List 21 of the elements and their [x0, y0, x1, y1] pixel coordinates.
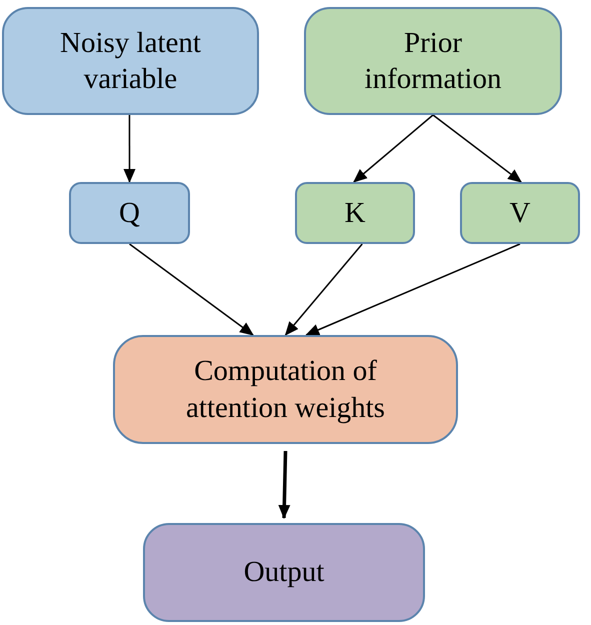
node-label: Output: [244, 555, 324, 590]
process-box: [2, 7, 259, 115]
arrow: [432, 114, 522, 183]
node-label: Computation of attention weights: [185, 354, 386, 426]
arrow: [305, 243, 520, 336]
process-box: [113, 335, 458, 444]
process-box: [295, 182, 415, 244]
arrow: [284, 244, 363, 336]
process-box: [69, 182, 190, 244]
process-box: [460, 182, 580, 244]
arrow: [353, 114, 434, 183]
node-label: K: [344, 196, 366, 231]
arrow: [124, 115, 136, 183]
arrow: [278, 450, 290, 519]
node-label: Noisy latent variable: [59, 26, 202, 97]
arrow: [129, 243, 254, 336]
node-label: Prior information: [364, 26, 502, 97]
node-label: V: [510, 196, 530, 231]
process-box: [143, 523, 425, 622]
node-label: Q: [119, 196, 140, 231]
process-box: [304, 7, 562, 115]
